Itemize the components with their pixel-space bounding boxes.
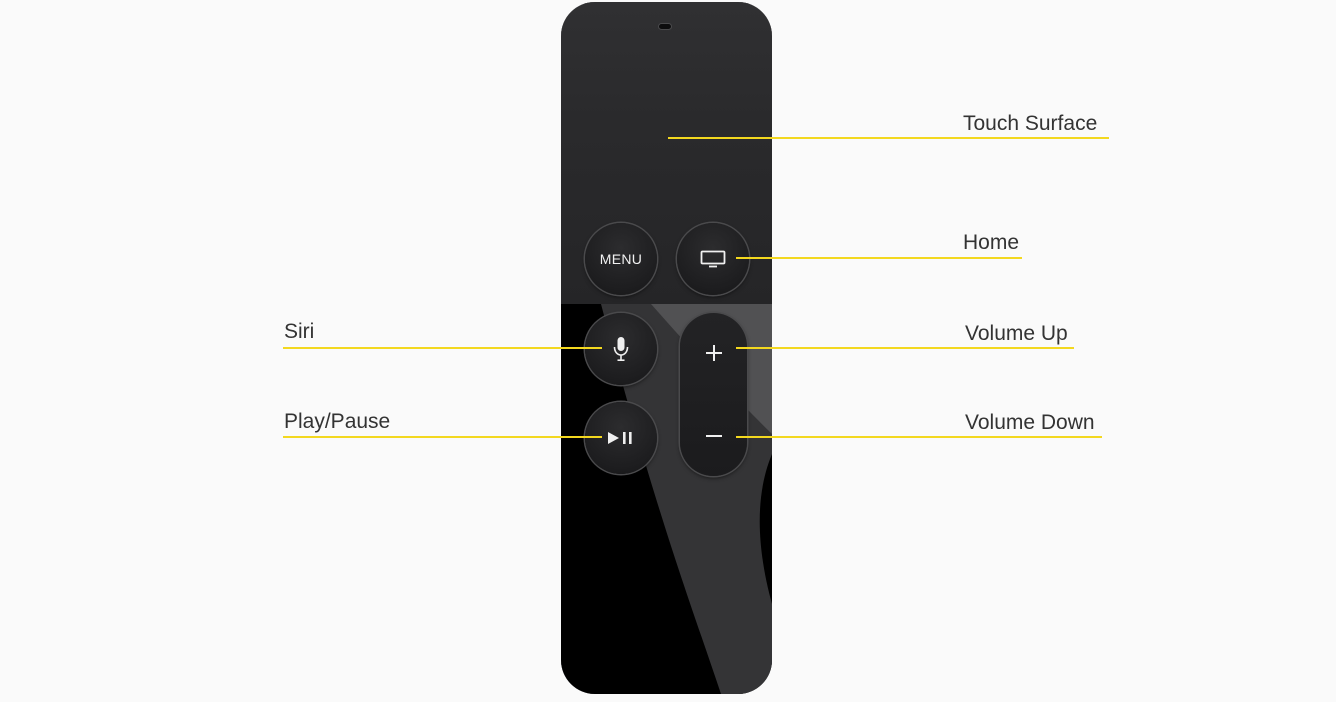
volume-up-label: Volume Up <box>965 322 1068 345</box>
volume-up-button[interactable] <box>680 313 747 393</box>
play-pause-leader-line <box>283 436 602 438</box>
volume-down-label: Volume Down <box>965 411 1095 434</box>
play-pause-button[interactable] <box>585 402 657 474</box>
siri-label: Siri <box>284 320 315 343</box>
volume-rocker <box>680 313 747 476</box>
home-button[interactable] <box>677 223 749 295</box>
menu-button-label: MENU <box>599 251 643 267</box>
play-pause-label: Play/Pause <box>284 410 391 433</box>
touch-surface-label: Touch Surface <box>963 112 1098 135</box>
minus-icon <box>705 435 722 437</box>
volume-down-button[interactable] <box>680 396 747 476</box>
plus-icon <box>705 345 722 361</box>
touch-surface-leader-line <box>668 137 1109 139</box>
siri-leader-line <box>283 347 602 349</box>
home-leader-line <box>736 257 1022 259</box>
volume-down-leader-line <box>736 436 1102 438</box>
volume-up-leader-line <box>736 347 1074 349</box>
remote-control: MENU <box>561 2 772 694</box>
siri-button[interactable] <box>585 313 657 385</box>
home-label: Home <box>963 231 1020 254</box>
play-pause-icon <box>608 432 632 444</box>
microphone-icon <box>613 337 629 362</box>
menu-button[interactable]: MENU <box>585 223 657 295</box>
tv-icon <box>700 250 726 268</box>
microphone-slot <box>659 24 671 29</box>
